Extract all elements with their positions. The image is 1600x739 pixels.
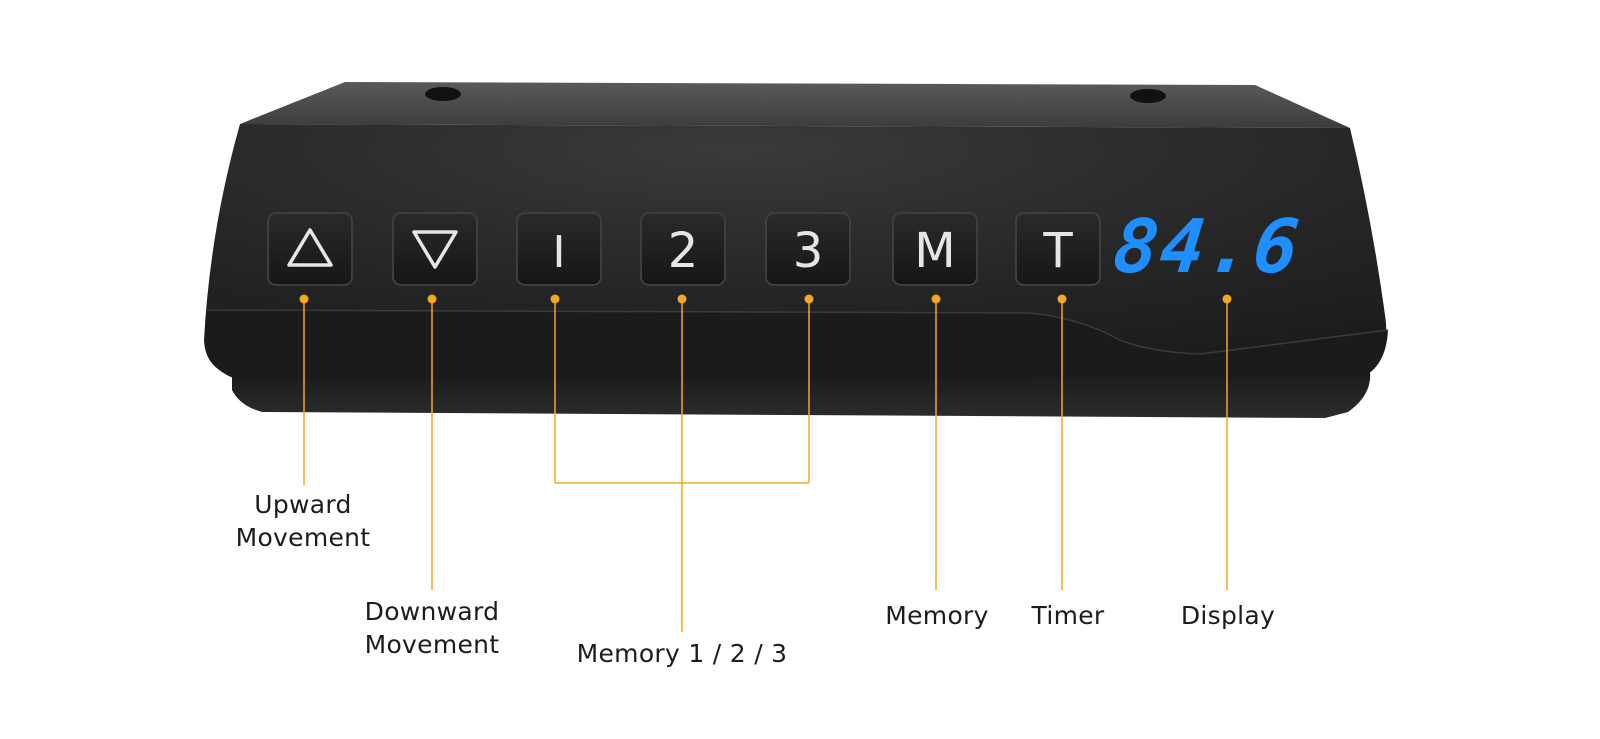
label-memory123-text: Memory 1 / 2 / 3: [576, 639, 788, 668]
memory-1-button[interactable]: I: [516, 212, 602, 286]
label-downward-line1: Downward: [364, 597, 500, 626]
memory-2-button[interactable]: 2: [640, 212, 726, 286]
buttons-group: I 2 3 M T: [267, 212, 1101, 286]
label-memory-text: Memory: [885, 601, 989, 630]
up-button[interactable]: [267, 212, 353, 286]
controller-top: [240, 82, 1350, 128]
memory-3-button[interactable]: 3: [765, 212, 851, 286]
label-memory: Memory: [867, 599, 1007, 632]
triangle-up-icon: [287, 228, 333, 267]
label-upward-line1: Upward: [254, 490, 352, 519]
callout-dot-up: [299, 294, 309, 304]
memory-3-button-glyph: 3: [793, 223, 824, 279]
triangle-down-icon: [412, 230, 458, 269]
label-downward-movement: Downward Movement: [340, 595, 524, 661]
callout-dot-mem3: [804, 294, 814, 304]
label-upward-movement: Upward Movement: [215, 488, 391, 554]
timer-button-glyph: T: [1042, 223, 1073, 279]
label-display-text: Display: [1180, 601, 1276, 630]
label-upward-line2: Movement: [235, 523, 371, 552]
down-button[interactable]: [392, 212, 478, 286]
label-timer-text: Timer: [1031, 601, 1105, 630]
callout-dot-mem2: [677, 294, 687, 304]
label-display: Display: [1166, 599, 1290, 632]
memory-button-glyph: M: [914, 223, 955, 279]
callout-dot-timer: [1057, 294, 1067, 304]
callout-dot-memory: [931, 294, 941, 304]
label-downward-line2: Movement: [364, 630, 500, 659]
memory-1-button-glyph: I: [553, 227, 566, 278]
label-memory-1-2-3: Memory 1 / 2 / 3: [560, 637, 804, 670]
controller-base: [232, 370, 1371, 418]
mounting-hole-right: [1130, 89, 1166, 103]
timer-button[interactable]: T: [1015, 212, 1101, 286]
height-display: 84.6: [1109, 204, 1304, 290]
callout-dot-display: [1222, 294, 1232, 304]
memory-2-button-glyph: 2: [668, 223, 699, 279]
callout-dot-down: [427, 294, 437, 304]
label-timer: Timer: [1018, 599, 1118, 632]
mounting-hole-left: [425, 87, 461, 101]
callout-dot-mem1: [550, 294, 560, 304]
callout-lines: [299, 294, 1232, 632]
memory-button[interactable]: M: [892, 212, 978, 286]
